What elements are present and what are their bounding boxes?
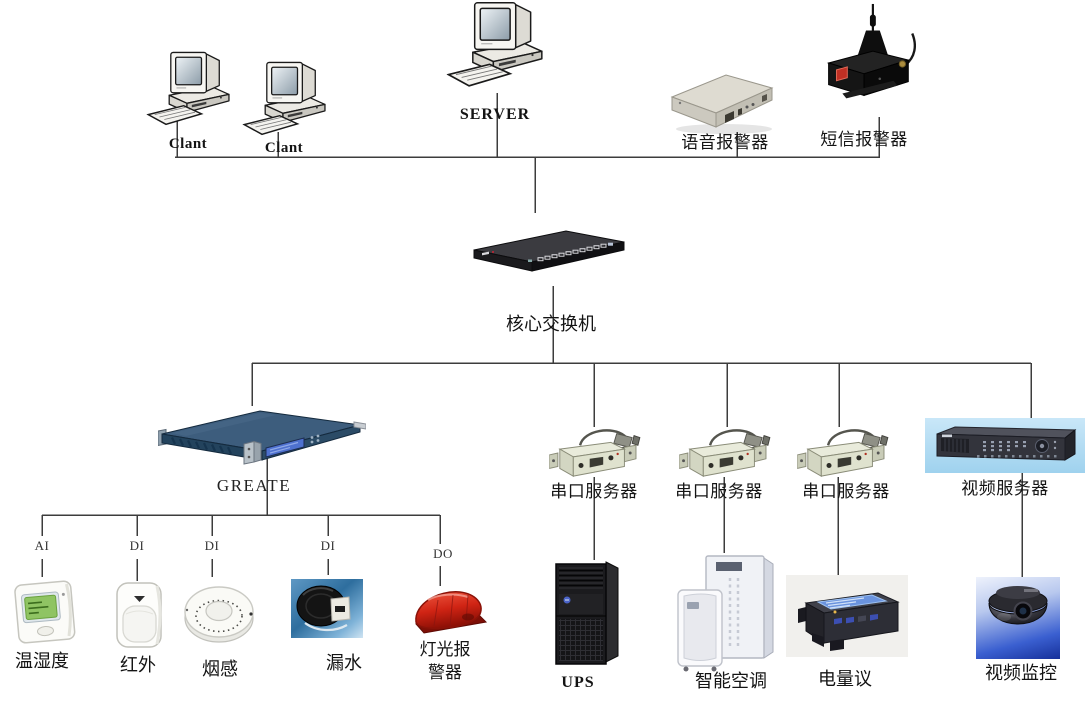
infrared-label: 红外 [120,655,156,675]
smart-ac-device [670,550,778,676]
infrared-sensor-icon [116,582,162,648]
video-server-device [925,418,1085,473]
power-meter-label: 电量议 [818,669,872,689]
desktop-computer-icon [436,0,560,97]
port-di3-label: DI [320,538,336,553]
serial-server-icon [796,426,890,480]
server-label: SERVER [459,106,531,123]
video-server-label: 视频服务器 [961,479,1049,498]
client-computer-2 [242,60,332,144]
power-meter-icon [798,592,900,651]
client2-label: Clant [264,140,304,156]
sms-alarm-icon [826,3,916,99]
client-computer-1 [146,50,236,134]
infrared-sensor-device [110,580,170,652]
serial-server-icon [678,426,772,480]
ups-device [548,558,624,670]
greate-controller-icon [158,410,366,465]
serial-server-icon [548,426,642,480]
greate-label: GREATE [216,476,292,495]
serial-server-1-label: 串口服务器 [550,482,638,501]
serial-server-device-1 [548,426,642,480]
voice-alarm-icon [670,74,774,134]
sms-alarm-label: 短信报警器 [820,130,908,149]
serial-server-device-3 [796,426,890,480]
light-alarm-device [404,584,494,638]
voice-alarm-label: 语音报警器 [681,133,769,152]
port-do-label: DO [433,546,453,561]
dome-camera-icon [988,586,1048,625]
ups-label: UPS [561,674,595,691]
water-leak-sensor-icon [296,585,351,632]
smoke-label: 烟感 [202,659,238,679]
serial-server-3-label: 串口服务器 [802,482,890,501]
core-switch-label: 核心交换机 [506,314,596,334]
water-leak-label: 漏水 [326,653,362,673]
core-switch-icon [473,230,625,272]
temp-humidity-sensor-icon [14,580,76,644]
smart-ac-label: 智能空调 [695,671,767,691]
desktop-computer-icon [146,50,236,134]
port-ai-label: AI [34,538,50,553]
temp-humidity-label: 温湿度 [15,651,69,671]
temp-humidity-sensor-device [8,576,82,652]
core-switch-device [468,226,630,282]
light-alarm-icon [415,591,488,634]
light-alarm-label: 灯光报警器 [419,640,471,682]
port-di1-label: DI [129,538,145,553]
water-leak-sensor-device [291,579,363,638]
desktop-computer-icon [242,60,332,144]
video-monitor-device [976,577,1060,659]
air-conditioner-icon [677,555,774,672]
serial-server-2-label: 串口服务器 [675,482,763,501]
sms-alarm-device [816,2,916,124]
voice-alarm-device [666,70,778,136]
power-meter-device [786,575,908,657]
ups-icon [555,561,619,665]
smoke-sensor-device [182,576,256,648]
serial-server-device-2 [678,426,772,480]
server-computer [436,0,560,97]
greate-controller-device [158,404,366,466]
smoke-sensor-icon [184,586,254,643]
port-di2-label: DI [204,538,220,553]
client1-label: Clant [168,136,208,152]
video-monitor-label: 视频监控 [985,663,1057,683]
video-server-icon [936,426,1077,461]
